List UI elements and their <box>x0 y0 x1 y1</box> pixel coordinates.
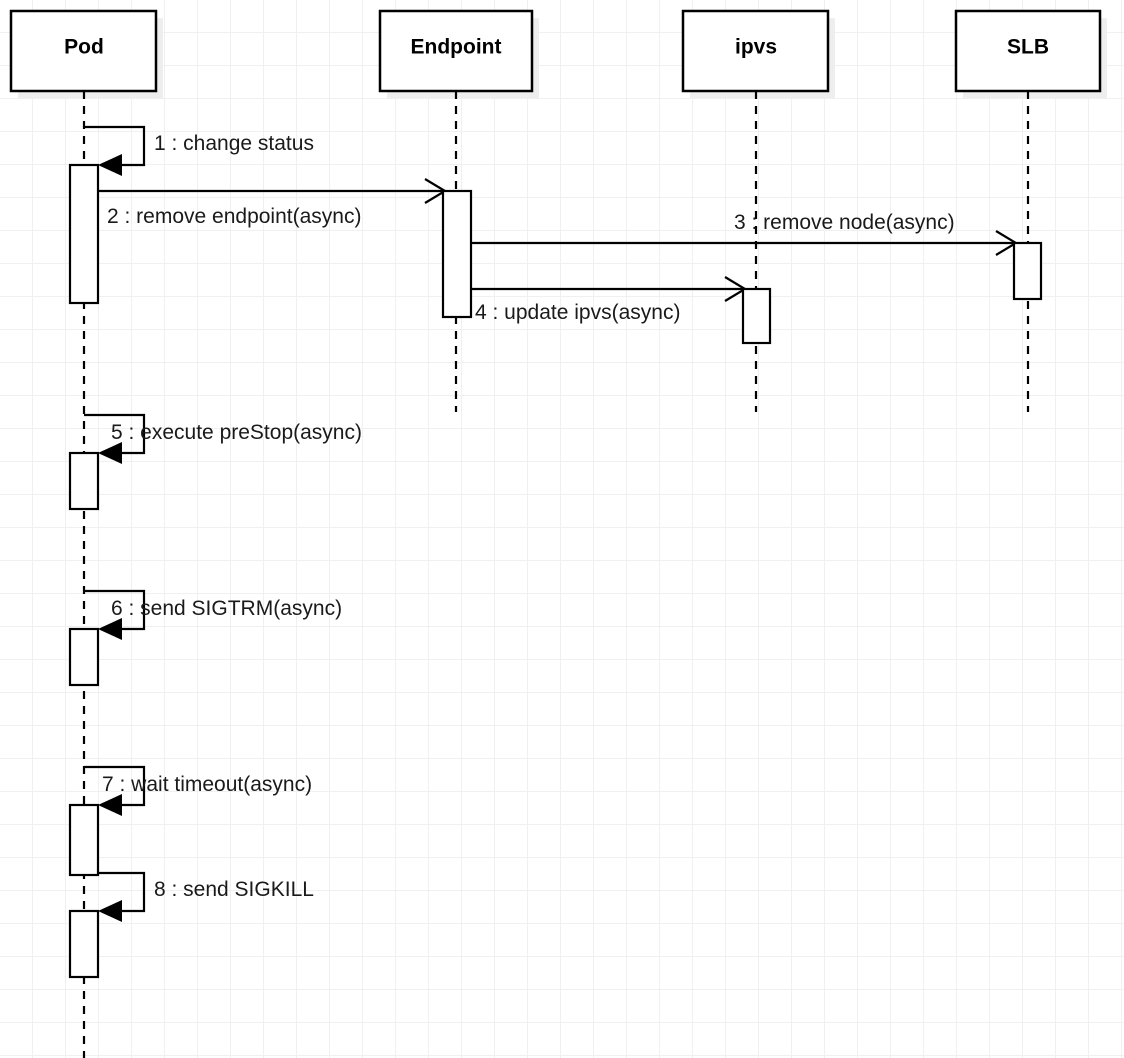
message-2[interactable]: 2 : remove endpoint(async) <box>98 178 448 228</box>
activation-bar-pod-7[interactable] <box>68 803 100 877</box>
lifeline-box-pod[interactable] <box>9 9 158 93</box>
lifeline-label-ipvs: ipvs <box>735 36 777 59</box>
message-8[interactable]: 8 : send SIGKILL <box>98 871 314 922</box>
activation-bar-pod-8[interactable] <box>68 909 100 979</box>
message-2-label: 2 : remove endpoint(async) <box>107 205 361 228</box>
message-5-path[interactable] <box>84 413 146 455</box>
activation-bar-pod-5[interactable] <box>68 451 100 511</box>
lifeline-shadows <box>18 18 1107 98</box>
message-6[interactable]: 6 : send SIGTRM(async) <box>84 589 342 640</box>
message-6-path[interactable] <box>84 589 146 631</box>
lifeline-label-pod: Pod <box>64 36 104 59</box>
activation-bar-pod-1[interactable] <box>68 163 100 305</box>
lifeline-head-ipvs[interactable]: ipvs <box>681 9 830 93</box>
message-1-arrowhead-icon <box>98 154 122 176</box>
lifeline-head-slb[interactable]: SLB <box>954 9 1102 93</box>
lifeline-box-slb[interactable] <box>954 9 1102 93</box>
message-7[interactable]: 7 : wait timeout(async) <box>84 765 312 816</box>
message-4[interactable]: 4 : update ipvs(async) <box>471 276 748 324</box>
message-3[interactable]: 3 : remove node(async) <box>471 211 1019 256</box>
message-4-label: 4 : update ipvs(async) <box>475 301 680 324</box>
message-7-arrowhead-icon <box>98 794 122 816</box>
activation-bar-pod-6[interactable] <box>68 627 100 687</box>
message-5-arrowhead-icon <box>98 442 122 464</box>
message-6-arrowhead-icon <box>98 618 122 640</box>
message-8-path[interactable] <box>98 871 146 913</box>
lifeline-box-ipvs[interactable] <box>681 9 830 93</box>
lifeline-head-endpoint[interactable]: Endpoint <box>378 9 534 93</box>
lifeline-axes <box>82 91 1030 1058</box>
activation-bar-ipvs-1[interactable] <box>741 287 772 345</box>
message-1-path[interactable] <box>84 125 146 167</box>
message-5-label: 5 : execute preStop(async) <box>111 421 362 444</box>
lifeline-box-endpoint[interactable] <box>378 9 534 93</box>
message-1[interactable]: 1 : change status <box>84 125 314 176</box>
message-5[interactable]: 5 : execute preStop(async) <box>84 413 362 464</box>
lifeline-label-slb: SLB <box>1007 36 1049 59</box>
message-6-label: 6 : send SIGTRM(async) <box>111 597 342 620</box>
message-7-label: 7 : wait timeout(async) <box>102 773 312 796</box>
message-7-path[interactable] <box>84 765 146 807</box>
lifeline-head-pod[interactable]: Pod <box>9 9 158 93</box>
activation-bar-endpoint-1[interactable] <box>441 189 473 319</box>
lifeline-label-endpoint: Endpoint <box>411 36 502 59</box>
message-3-label: 3 : remove node(async) <box>734 211 955 234</box>
activation-bar-slb-1[interactable] <box>1012 241 1043 301</box>
message-8-arrowhead-icon <box>98 900 122 922</box>
message-8-label: 8 : send SIGKILL <box>154 878 314 901</box>
message-1-label: 1 : change status <box>154 132 314 155</box>
